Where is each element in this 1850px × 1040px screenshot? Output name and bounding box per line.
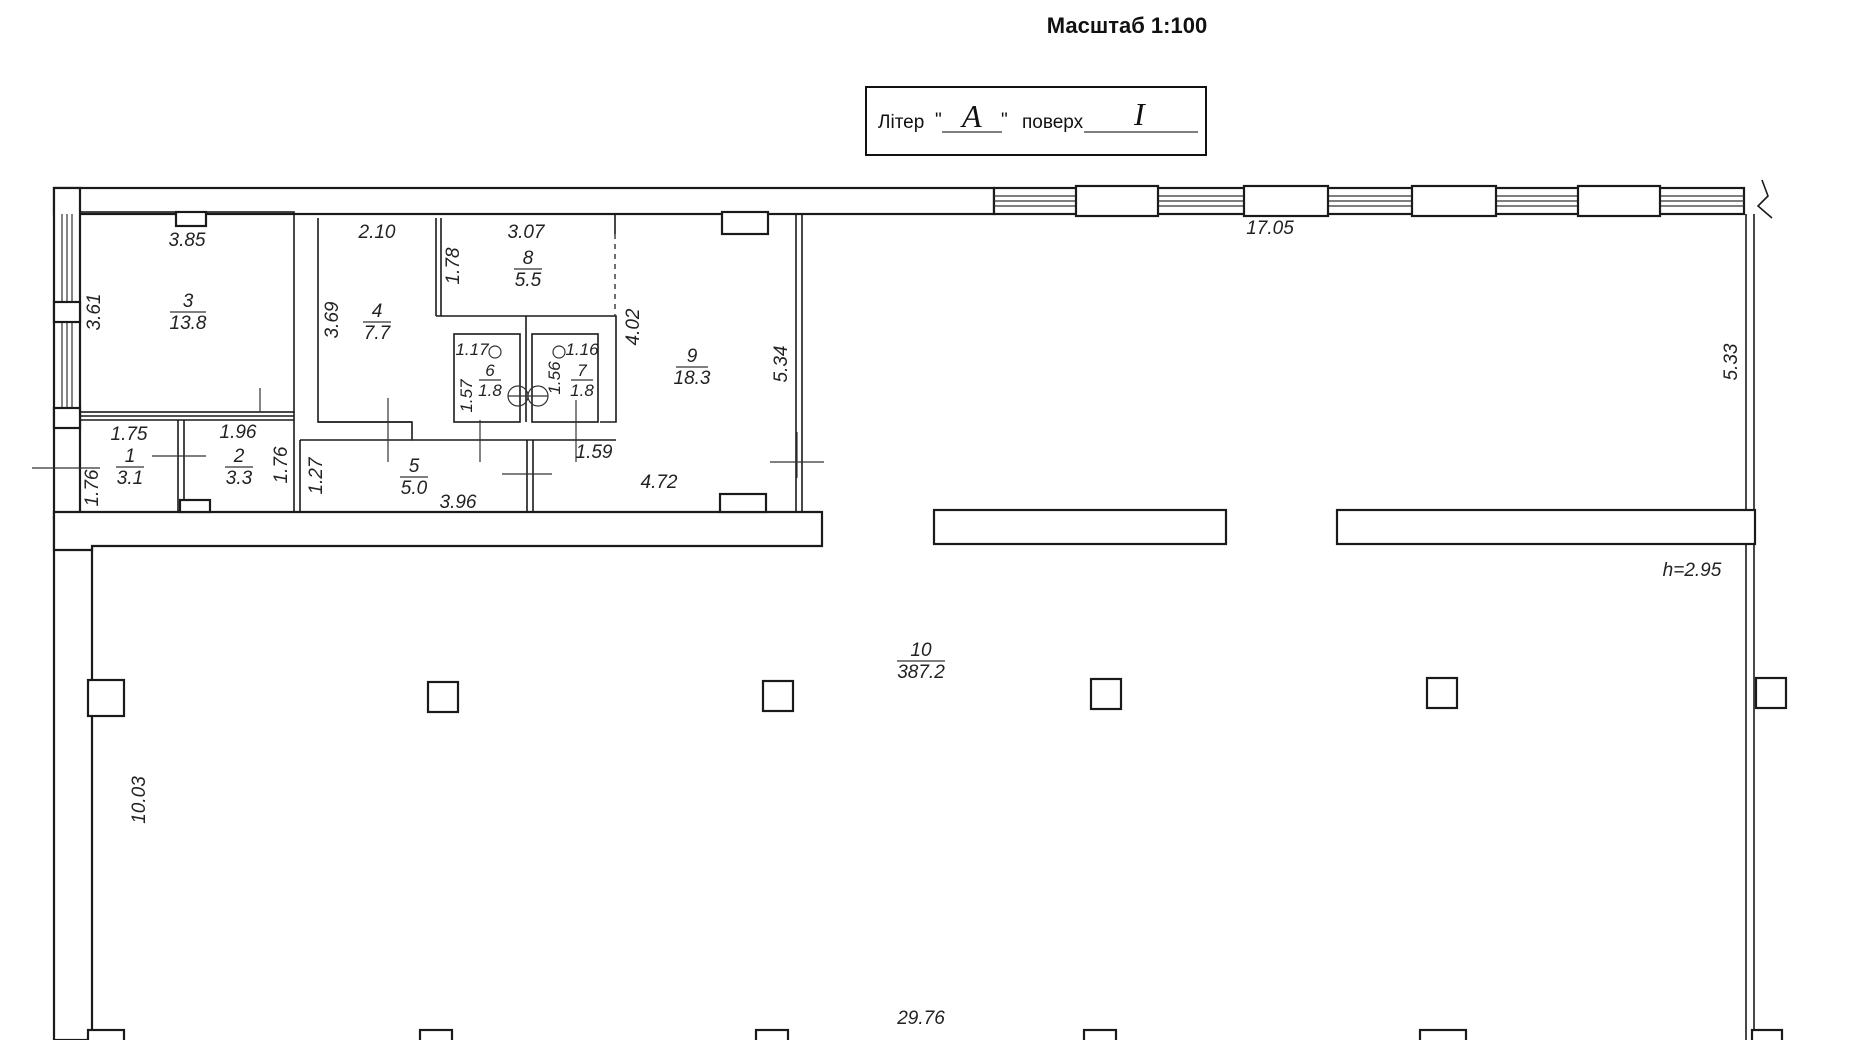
interior-walls	[32, 210, 1757, 552]
svg-text:1.8: 1.8	[570, 381, 594, 400]
dim-corridor-height: 5.34	[771, 346, 792, 383]
svg-text:3.3: 3.3	[226, 468, 253, 489]
room-label: 5 5.0	[400, 456, 428, 499]
stamp-box: Літер " А " поверх I	[865, 86, 1207, 156]
liter-label: Літер	[878, 112, 924, 133]
liter-value: А	[960, 98, 982, 134]
room-label: 2 3.3	[225, 446, 253, 489]
room-labels: 1 3.1 2 3.3 3 13.8 4 7.7 5 5.0 6 1.8	[116, 248, 945, 683]
scale-title: Масштаб 1:100	[1047, 13, 1207, 38]
svg-text:8: 8	[523, 248, 534, 269]
svg-text:7.7: 7.7	[364, 323, 392, 344]
svg-text:18.3: 18.3	[674, 368, 711, 389]
svg-text:5: 5	[409, 456, 420, 477]
dim-r1-height: 1.76	[82, 469, 103, 506]
svg-text:13.8: 13.8	[170, 313, 207, 334]
ceiling-height: h=2.95	[1663, 560, 1722, 581]
dim-top-right-width: 17.05	[1246, 218, 1294, 239]
dim-r7-width: 1.16	[565, 340, 599, 359]
dim-r4-width: 2.10	[358, 222, 396, 243]
dim-r2-height: 1.76	[271, 446, 292, 483]
dim-r3-width: 3.85	[169, 230, 206, 251]
dim-r8-width: 3.07	[508, 222, 546, 243]
room-label: 3 13.8	[170, 291, 207, 334]
dim-r3-height: 3.61	[84, 294, 105, 331]
dim-r9-height: 4.02	[623, 308, 644, 345]
dim-r6-width: 1.17	[455, 340, 489, 359]
svg-text:4: 4	[372, 301, 383, 322]
dim-r5-width: 3.96	[440, 492, 477, 513]
dim-r1-width: 1.75	[111, 424, 148, 445]
dim-r9-width: 4.72	[641, 472, 678, 493]
room-label: 1 3.1	[116, 446, 144, 489]
room-label: 6 1.8	[478, 361, 502, 400]
svg-text:1: 1	[125, 446, 136, 467]
room-label: 9 18.3	[674, 346, 711, 389]
dim-r4-height: 3.69	[322, 301, 343, 338]
svg-text:1.8: 1.8	[478, 381, 502, 400]
dimension-labels: 3.85 3.61 1.75 1.76 1.96 1.76 2.10 3.69 …	[82, 218, 1742, 1029]
liter-close-quote: "	[1001, 110, 1008, 131]
dim-r2-width: 1.96	[220, 422, 257, 443]
room-label: 4 7.7	[363, 301, 392, 344]
dim-r7-height: 1.56	[545, 361, 564, 395]
dim-r5-height: 1.27	[306, 456, 327, 494]
svg-text:387.2: 387.2	[897, 662, 945, 683]
svg-text:10: 10	[910, 640, 932, 661]
liter-open-quote: "	[935, 110, 942, 131]
svg-text:6: 6	[485, 361, 495, 380]
svg-text:5.5: 5.5	[515, 270, 542, 291]
svg-text:2: 2	[233, 446, 245, 467]
room-label: 7 1.8	[570, 361, 594, 400]
svg-text:7: 7	[577, 361, 587, 380]
room-label: 10 387.2	[897, 640, 945, 683]
dim-hall-width: 29.76	[896, 1008, 945, 1029]
dim-r8-height: 1.78	[443, 247, 464, 284]
hall-columns	[86, 676, 1788, 1040]
room-label: 8 5.5	[514, 248, 542, 291]
dim-hall-height: 10.03	[129, 776, 150, 824]
svg-text:5.0: 5.0	[401, 478, 428, 499]
floor-value: I	[1133, 96, 1146, 132]
dim-r7-depth: 1.59	[576, 442, 613, 463]
dim-r6-height: 1.57	[457, 379, 476, 413]
dim-right-height: 5.33	[1721, 343, 1742, 380]
svg-text:3.1: 3.1	[117, 468, 143, 489]
svg-text:3: 3	[183, 291, 194, 312]
floor-label: поверх	[1022, 112, 1084, 133]
svg-text:9: 9	[687, 346, 698, 367]
outer-walls	[52, 179, 1773, 1040]
